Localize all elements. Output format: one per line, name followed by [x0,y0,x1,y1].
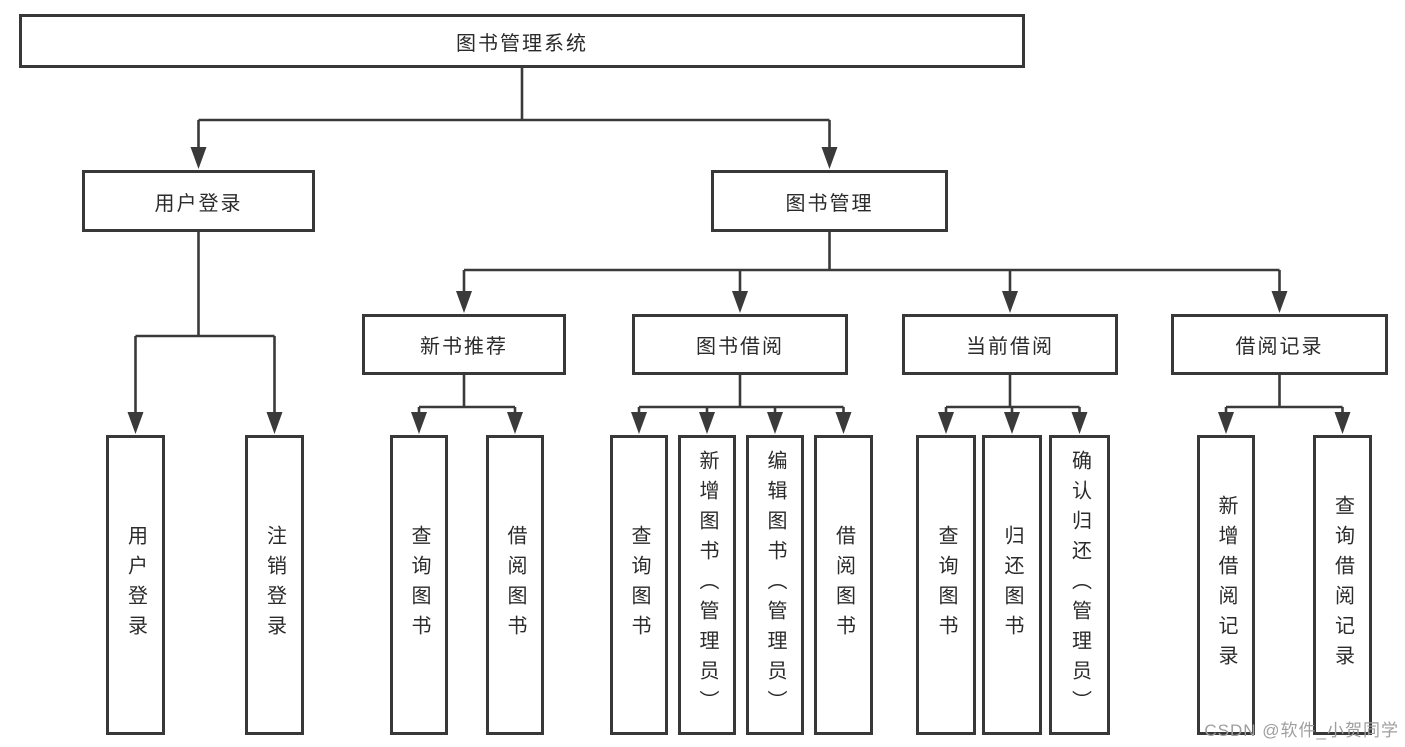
node-bb-add-books: 新增图书（管理员） [678,435,736,735]
watermark-text: CSDN @软件_小贺同学 [1204,721,1399,740]
arrowhead-icon [732,291,748,313]
arrowhead-icon [1004,412,1020,434]
node-label-bb-add-books: 新增图书（管理员） [696,450,718,720]
arrowhead-icon [507,412,523,434]
node-user-login: 用户登录 [82,170,315,232]
node-label-nb-query-books: 查询图书 [408,525,430,645]
arrowhead-icon [1334,412,1351,434]
arrowhead-icon [127,412,144,434]
node-bb-edit-books: 编辑图书（管理员） [746,435,804,735]
node-book-borrow: 图书借阅 [632,314,848,375]
node-new-book-recommend: 新书推荐 [362,314,566,375]
node-label-cb-query-books: 查询图书 [935,525,957,645]
node-leaf-user-login: 用户登录 [106,435,165,735]
arrowhead-icon [631,412,647,434]
node-label-bb-borrow-books: 借阅图书 [832,525,855,645]
arrowhead-icon [767,412,783,434]
arrowhead-icon [1002,291,1018,313]
node-root: 图书管理系统 [19,14,1025,68]
node-cb-query-books: 查询图书 [916,435,976,735]
node-label-leaf-user-login: 用户登录 [124,525,147,645]
node-label-leaf-logout: 注销登录 [263,525,286,645]
node-book-management: 图书管理 [711,170,948,232]
arrowhead-icon [411,412,427,434]
node-borrow-records: 借阅记录 [1171,314,1388,375]
node-label-bb-edit-books: 编辑图书（管理员） [764,450,786,720]
node-cb-confirm-return: 确认归还（管理员） [1049,435,1110,735]
node-label-current-borrow: 当前借阅 [966,336,1054,358]
node-br-add-record: 新增借阅记录 [1197,435,1255,735]
node-label-cb-confirm-return: 确认归还（管理员） [1068,450,1091,720]
node-bb-query-books: 查询图书 [610,435,668,735]
arrowhead-icon [1271,291,1288,313]
node-label-new-book-recommend: 新书推荐 [420,336,508,358]
arrowhead-icon [699,412,715,434]
node-br-query-record: 查询借阅记录 [1313,435,1372,735]
node-label-book-management: 图书管理 [785,192,874,215]
arrowhead-icon [190,147,207,169]
node-leaf-logout: 注销登录 [245,435,304,735]
arrowhead-icon [266,412,283,434]
arrowhead-icon [938,412,954,434]
node-label-br-add-record: 新增借阅记录 [1215,495,1237,675]
node-label-book-borrow: 图书借阅 [696,336,784,358]
node-bb-borrow-books: 借阅图书 [814,435,873,735]
node-label-cb-return-books: 归还图书 [1001,525,1023,645]
node-label-nb-borrow-books: 借阅图书 [504,525,526,645]
arrowhead-icon [1071,412,1088,434]
node-cb-return-books: 归还图书 [982,435,1042,735]
node-label-user-login: 用户登录 [154,192,243,215]
arrowhead-icon [1218,412,1234,434]
node-label-root: 图书管理系统 [456,32,588,55]
node-nb-borrow-books: 借阅图书 [486,435,544,735]
arrowhead-icon [821,147,838,169]
node-label-borrow-records: 借阅记录 [1235,336,1324,358]
arrowhead-icon [456,291,472,313]
arrowhead-icon [835,412,852,434]
node-label-br-query-record: 查询借阅记录 [1331,495,1354,675]
node-label-bb-query-books: 查询图书 [628,525,650,645]
node-nb-query-books: 查询图书 [390,435,448,735]
node-current-borrow: 当前借阅 [902,314,1118,375]
